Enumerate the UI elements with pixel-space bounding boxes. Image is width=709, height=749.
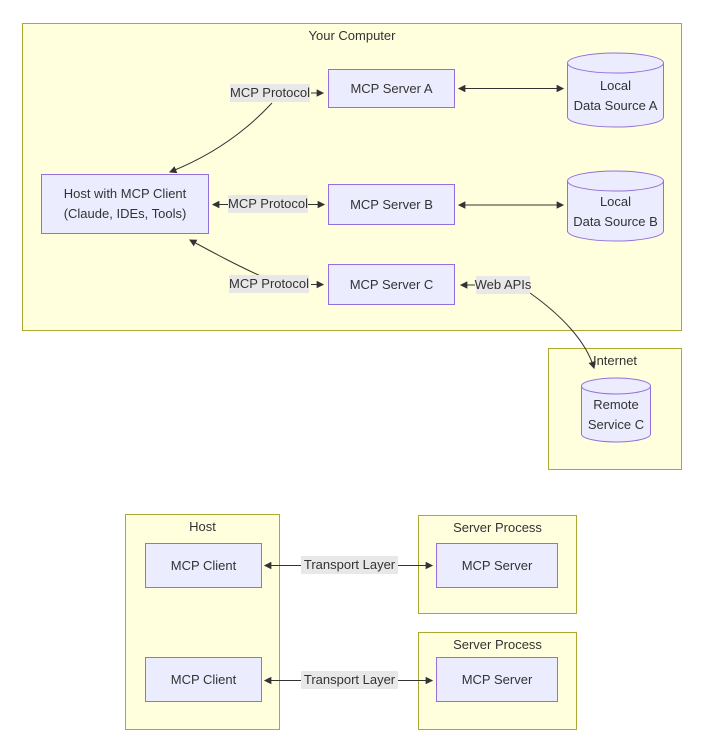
mcp-server-c-node: MCP Server C xyxy=(328,264,455,305)
mcp-server-a-node: MCP Server A xyxy=(328,69,455,108)
data-source-a-line2: Data Source A xyxy=(573,98,658,113)
host-node-line1: Host with MCP Client xyxy=(63,186,187,201)
mcp-server-1-node: MCP Server xyxy=(436,543,558,588)
mcp-client-1-label: MCP Client xyxy=(170,557,237,573)
data-source-b-line1: Local xyxy=(599,194,632,209)
mcp-server-b-label: MCP Server B xyxy=(350,196,433,212)
host-node: Host with MCP Client (Claude, IDEs, Tool… xyxy=(41,174,209,234)
mcp-server-c-label: MCP Server C xyxy=(349,276,434,292)
mcp-server-a-label: MCP Server A xyxy=(350,80,433,96)
mcp-server-b-node: MCP Server B xyxy=(328,184,455,225)
data-source-a-line1: Local xyxy=(599,78,632,93)
database-icon xyxy=(567,170,664,242)
database-icon xyxy=(581,377,651,443)
host-node-line2: (Claude, IDEs, Tools) xyxy=(63,206,187,221)
internet-title: Internet xyxy=(592,353,638,368)
server-process-2-title: Server Process xyxy=(453,637,542,652)
data-source-b-line2: Data Source B xyxy=(573,214,658,229)
mcp-client-1-node: MCP Client xyxy=(145,543,262,588)
mcp-protocol-label-c: MCP Protocol xyxy=(229,275,309,293)
mcp-server-1-label: MCP Server xyxy=(461,557,533,573)
remote-service-line1: Remote xyxy=(593,397,639,412)
web-apis-label: Web APIs xyxy=(474,276,532,294)
host-group-title: Host xyxy=(189,519,216,534)
transport-layer-label-2: Transport Layer xyxy=(301,671,398,689)
server-process-1-title: Server Process xyxy=(453,520,542,535)
mcp-server-2-node: MCP Server xyxy=(436,657,558,702)
remote-service-c-cylinder: Remote Service C xyxy=(581,377,651,443)
mcp-client-2-label: MCP Client xyxy=(170,671,237,687)
mcp-server-2-label: MCP Server xyxy=(461,671,533,687)
database-icon xyxy=(567,52,664,128)
transport-layer-label-1: Transport Layer xyxy=(301,556,398,574)
local-data-source-b-cylinder: Local Data Source B xyxy=(567,170,664,242)
mcp-client-2-node: MCP Client xyxy=(145,657,262,702)
mcp-protocol-label-b: MCP Protocol xyxy=(228,195,308,213)
internet-group: Internet xyxy=(548,348,682,470)
your-computer-title: Your Computer xyxy=(308,28,396,43)
remote-service-line2: Service C xyxy=(587,417,645,432)
mcp-protocol-label-a: MCP Protocol xyxy=(230,84,310,102)
local-data-source-a-cylinder: Local Data Source A xyxy=(567,52,664,128)
